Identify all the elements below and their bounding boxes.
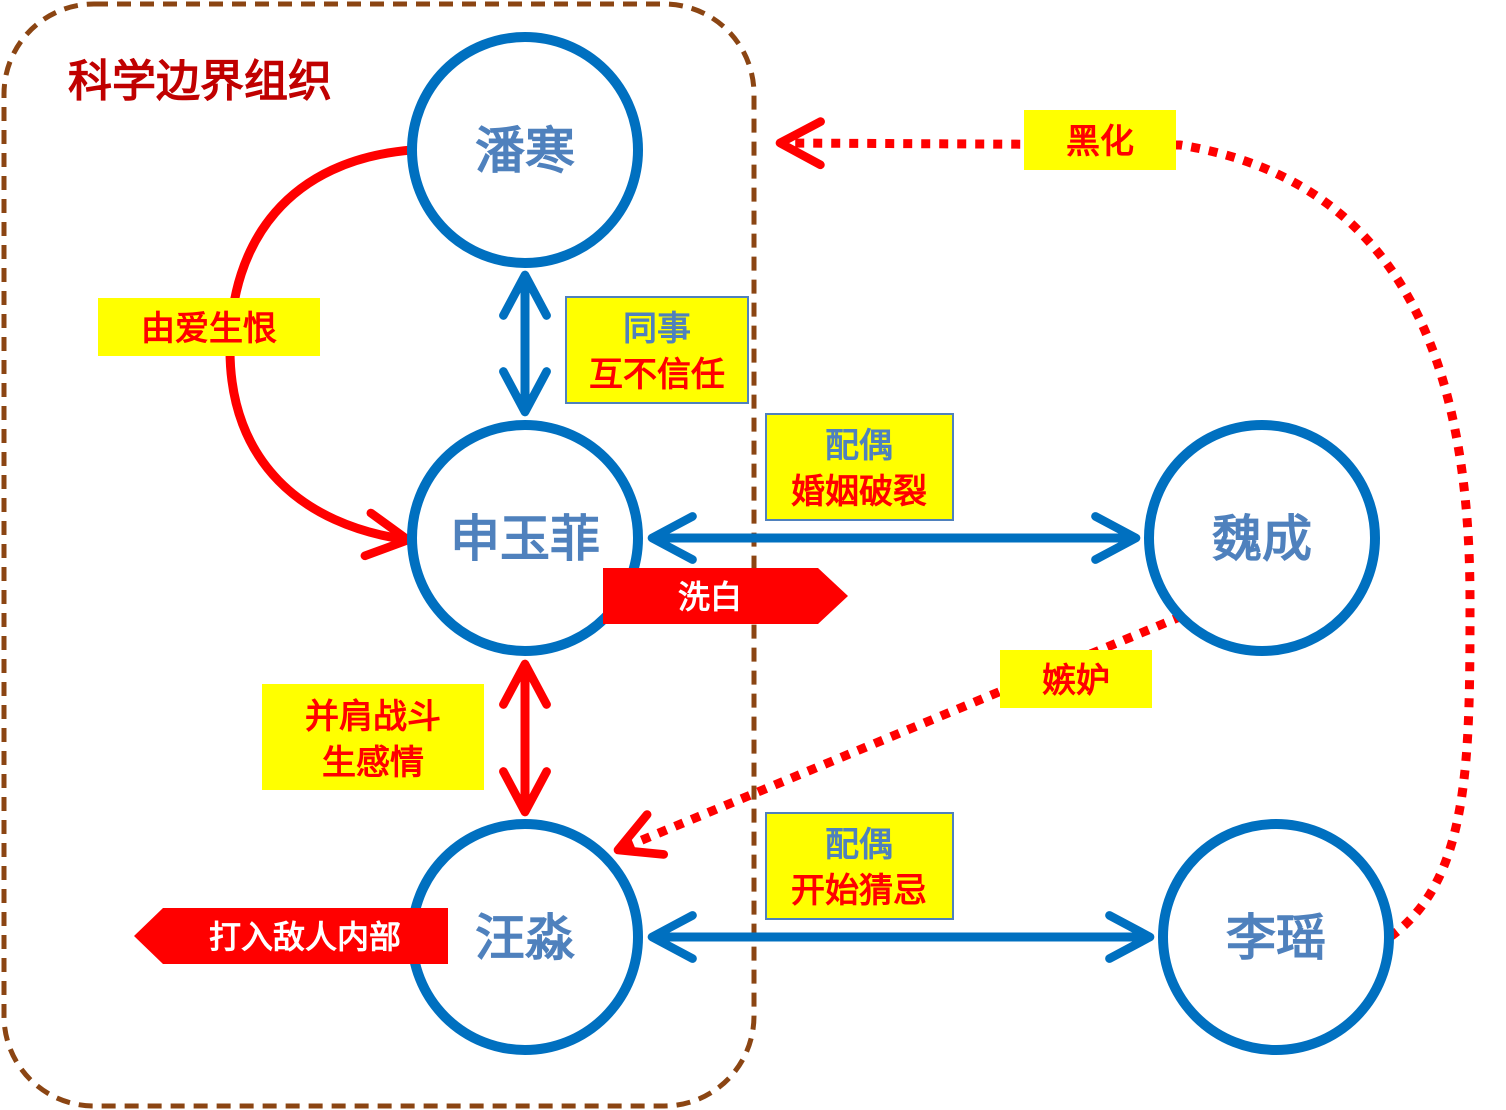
tag-whitewash: 洗白 xyxy=(603,568,848,624)
person-name-pan-han: 潘寒 xyxy=(475,122,575,180)
blacken-arrow xyxy=(775,117,1475,941)
organization-boundary xyxy=(1,1,757,1109)
organization-title: 科学边界组织 xyxy=(68,56,332,107)
jealousy-arrow xyxy=(613,611,1184,859)
label-love-to-hate: 由爱生恨 xyxy=(98,298,320,356)
person-node-shen-yufei: 申玉菲 xyxy=(407,420,643,656)
label-jealousy: 嫉妒 xyxy=(1000,650,1152,708)
person-name-wang-miao: 汪淼 xyxy=(475,909,576,967)
label-spouse1-detail: 婚姻破裂 xyxy=(791,472,927,512)
label-blacken-text: 黑化 xyxy=(1066,122,1134,162)
person-node-pan-han: 潘寒 xyxy=(407,32,643,268)
person-name-li-yao: 李瑶 xyxy=(1226,909,1326,967)
label-spouse2-title: 配偶 xyxy=(825,825,893,865)
label-spouse-wang-li: 配偶 开始猜忌 xyxy=(765,812,954,920)
person-node-li-yao: 李瑶 xyxy=(1158,819,1394,1055)
tag-infiltrate: 打入敌人内部 xyxy=(134,908,448,964)
label-colleague-detail: 互不信任 xyxy=(589,355,725,395)
label-jealousy-text: 嫉妒 xyxy=(1042,661,1110,701)
tag-whitewash-text: 洗白 xyxy=(678,578,742,616)
label-colleague-title: 同事 xyxy=(623,309,691,349)
label-fight-line2: 生感情 xyxy=(322,743,424,783)
label-fight-together: 并肩战斗 生感情 xyxy=(262,684,484,790)
label-colleague: 同事 互不信任 xyxy=(565,296,749,404)
person-name-wei-cheng: 魏成 xyxy=(1212,510,1312,568)
label-fight-line1: 并肩战斗 xyxy=(305,697,441,737)
label-blacken: 黑化 xyxy=(1024,110,1176,170)
person-name-shen-yufei: 申玉菲 xyxy=(450,510,600,568)
person-node-wei-cheng: 魏成 xyxy=(1144,420,1380,656)
label-love-to-hate-text: 由爱生恨 xyxy=(141,309,277,349)
tag-infiltrate-text: 打入敌人内部 xyxy=(209,918,401,956)
label-spouse-shen-wei: 配偶 婚姻破裂 xyxy=(765,413,954,521)
label-spouse2-detail: 开始猜忌 xyxy=(791,871,927,911)
label-spouse1-title: 配偶 xyxy=(825,426,893,466)
